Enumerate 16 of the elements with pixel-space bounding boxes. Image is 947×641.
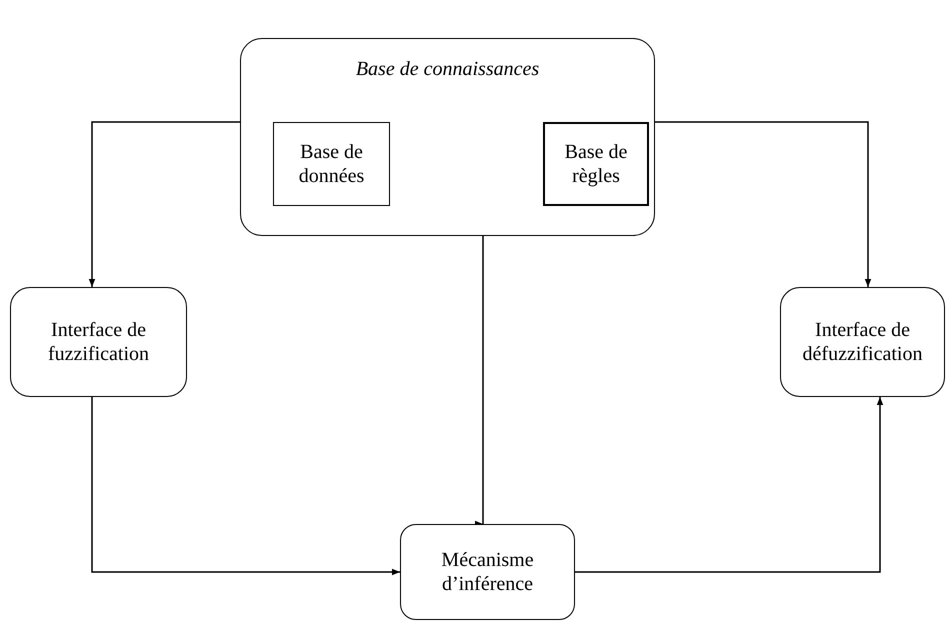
process-box: [543, 122, 649, 206]
process-box: [10, 287, 187, 397]
arrow: [91, 397, 400, 576]
process-box: [780, 287, 945, 397]
process-box: [273, 122, 390, 206]
process-box: [400, 524, 575, 620]
container-box: [240, 38, 655, 236]
box-label: Base de règles: [564, 140, 628, 188]
arrow: [655, 121, 872, 287]
arrow: [88, 121, 240, 287]
box-label: Interface de fuzzification: [46, 318, 150, 366]
box-label: Base de données: [298, 140, 366, 188]
arrow: [575, 397, 884, 573]
box-heading: Base de connaissances: [356, 57, 540, 81]
box-label: Mécanisme d’inférence: [440, 548, 535, 596]
box-label: Interface de défuzzification: [802, 318, 924, 366]
